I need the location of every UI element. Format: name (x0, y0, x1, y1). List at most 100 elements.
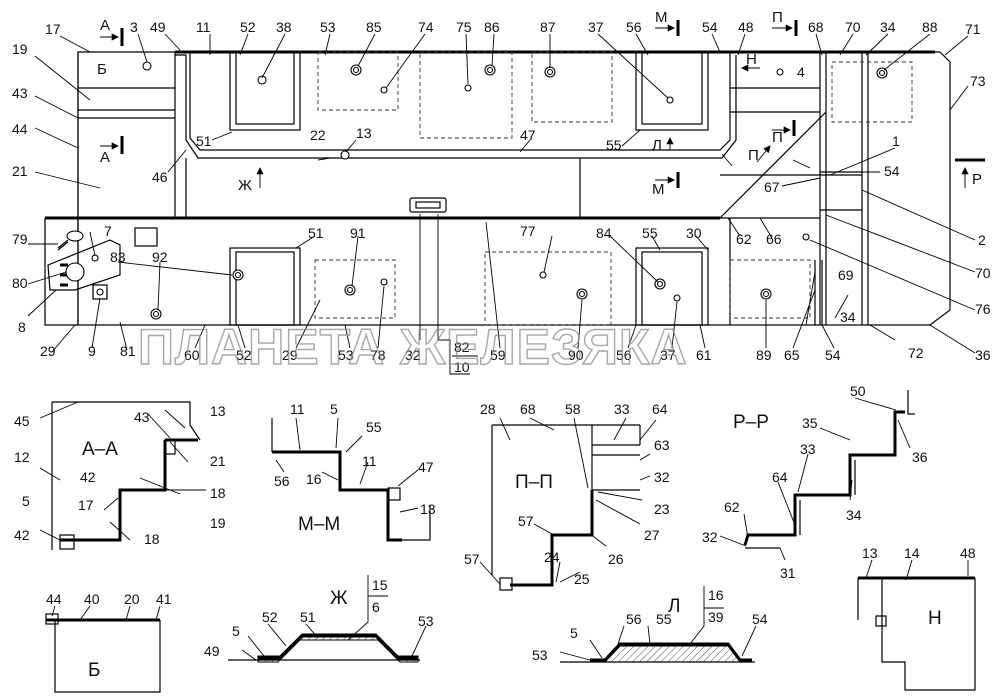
callout: 31 (780, 565, 796, 581)
callout: 54 (752, 611, 768, 627)
callout: 11 (362, 453, 377, 469)
callout: 34 (880, 19, 896, 35)
callout: 70 (975, 265, 991, 281)
section-b: 44 40 20 41 Б (45, 591, 172, 693)
callout: 49 (150, 19, 166, 35)
callout: 55 (642, 225, 658, 241)
callout: 56 (626, 611, 642, 627)
view-letters-main: А Б А М П Н М П П Ж Л Р (97, 9, 982, 198)
section-title: Н (928, 608, 942, 629)
view-letter: М (655, 9, 668, 26)
callout: 10 (454, 359, 470, 375)
callout: 24 (544, 549, 560, 565)
callout: 36 (912, 449, 928, 465)
callout: 68 (808, 19, 824, 35)
callout: 80 (12, 275, 28, 291)
callout: 33 (614, 401, 630, 417)
section-title: М–М (298, 514, 340, 535)
callout: 21 (210, 453, 226, 469)
callout: 68 (520, 401, 536, 417)
callout: 18 (210, 485, 226, 501)
callout: 47 (520, 127, 536, 143)
callout: 62 (724, 499, 740, 515)
callout: 39 (708, 609, 724, 625)
mounting-holes (65, 61, 888, 320)
callout: 2 (978, 232, 986, 248)
callout: 13 (862, 545, 878, 561)
callout: 57 (518, 513, 534, 529)
callout: 43 (12, 85, 28, 101)
callout: 36 (975, 347, 991, 363)
callout: 81 (120, 343, 136, 359)
callout: 40 (84, 591, 100, 607)
section-a-a: А–А 45 13 12 43 21 42 18 19 5 17 18 42 (14, 401, 226, 550)
callout: 55 (606, 137, 622, 153)
callout: 8 (18, 319, 26, 335)
callout: 29 (282, 347, 298, 363)
callout: 76 (975, 301, 991, 317)
callout: 78 (370, 347, 386, 363)
callout: 41 (156, 591, 172, 607)
callout: 11 (290, 401, 305, 417)
callout: 37 (588, 19, 604, 35)
view-letter: Л (652, 137, 662, 154)
section-l: 16 39 56 55 5 54 53 Л (532, 586, 768, 663)
view-letter: Ж (238, 177, 252, 194)
callout: 52 (236, 347, 252, 363)
callout: 67 (764, 179, 780, 195)
callout: 53 (320, 19, 336, 35)
callout: 15 (372, 577, 388, 593)
callout: 47 (418, 459, 434, 475)
callout: 75 (456, 19, 472, 35)
callout: 32 (702, 529, 718, 545)
view-letter: П (748, 147, 759, 164)
callout: 12 (14, 449, 30, 465)
section-title: Р–Р (733, 412, 769, 433)
callout: 85 (366, 19, 382, 35)
callout: 25 (574, 571, 590, 587)
callout: 16 (306, 471, 322, 487)
view-letter: Б (97, 61, 107, 78)
callout: 66 (766, 231, 782, 247)
callout: 20 (124, 591, 140, 607)
callout: 53 (532, 647, 548, 663)
section-title: П–П (515, 472, 553, 493)
callout: 5 (330, 401, 338, 417)
callout: 69 (838, 267, 854, 283)
callout: 56 (626, 19, 642, 35)
callout: 90 (568, 347, 584, 363)
view-letter: Н (746, 51, 757, 68)
view-letter: А (100, 17, 110, 34)
callouts-main: 17 3 49 11 52 38 53 85 74 75 86 87 37 56… (12, 19, 991, 375)
callout: 44 (12, 121, 28, 137)
callout: 77 (520, 223, 536, 239)
view-letter: М (652, 181, 665, 198)
callout: 45 (14, 413, 30, 429)
callout: 33 (800, 441, 816, 457)
callout: 5 (22, 493, 30, 509)
callout: 7 (104, 223, 112, 239)
callout: 19 (210, 515, 226, 531)
leader-lines (27, 33, 976, 375)
callout: 53 (338, 347, 354, 363)
callout: 3 (130, 19, 138, 35)
callout: 13 (210, 403, 226, 419)
callout: 6 (372, 599, 380, 615)
callout: 5 (570, 625, 578, 641)
callout: 56 (616, 347, 632, 363)
callout: 52 (262, 609, 278, 625)
callout: 42 (14, 527, 30, 543)
view-letter: П (772, 129, 783, 146)
callout: 32 (405, 347, 421, 363)
callout: 23 (654, 501, 670, 517)
callout: 48 (960, 545, 976, 561)
callout: 72 (908, 345, 924, 361)
callout: 51 (308, 225, 324, 241)
callout: 61 (696, 347, 712, 363)
callout: 9 (88, 343, 96, 359)
callout: 87 (540, 19, 556, 35)
callout: 63 (654, 437, 670, 453)
callout: 58 (565, 401, 581, 417)
callout: 82 (454, 339, 470, 355)
